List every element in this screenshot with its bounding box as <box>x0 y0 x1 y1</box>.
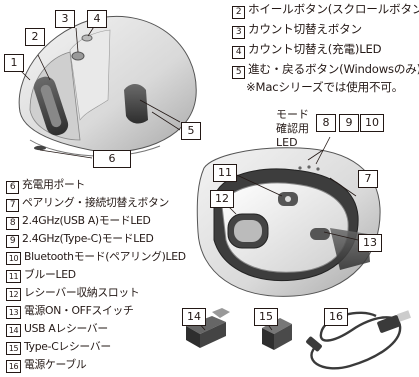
callout-3: 3 <box>55 10 75 28</box>
callout-4: 4 <box>87 10 107 28</box>
callout-5: 5 <box>181 122 201 140</box>
led-note-line-2: 確認用 <box>276 122 309 135</box>
callout-15: 15 <box>254 308 278 326</box>
led-note: モード 確認用 LED <box>276 108 309 150</box>
mac-note: ※Macシリーズでは使用不可。 <box>246 80 404 94</box>
callout-16: 16 <box>324 308 348 326</box>
callout-7: 7 <box>358 170 378 188</box>
callout-14: 14 <box>182 308 206 326</box>
callout-1: 1 <box>4 54 24 72</box>
callout-6: 6 <box>93 150 131 168</box>
power-cable <box>306 310 412 370</box>
mouse-bottom-view <box>196 147 381 297</box>
led-note-line-3: LED <box>276 136 298 149</box>
type-c-receiver <box>262 318 292 350</box>
usb-a-receiver <box>186 308 230 348</box>
callout-11: 11 <box>213 164 237 182</box>
callout-12: 12 <box>210 190 234 208</box>
mouse-top-view <box>18 15 197 157</box>
callout-9: 9 <box>339 114 359 132</box>
top-leader-lines <box>19 21 181 159</box>
callout-10: 10 <box>360 114 384 132</box>
callout-2: 2 <box>25 28 45 46</box>
callout-13: 13 <box>358 234 382 252</box>
led-note-line-1: モード <box>276 108 309 121</box>
callout-8: 8 <box>316 114 336 132</box>
